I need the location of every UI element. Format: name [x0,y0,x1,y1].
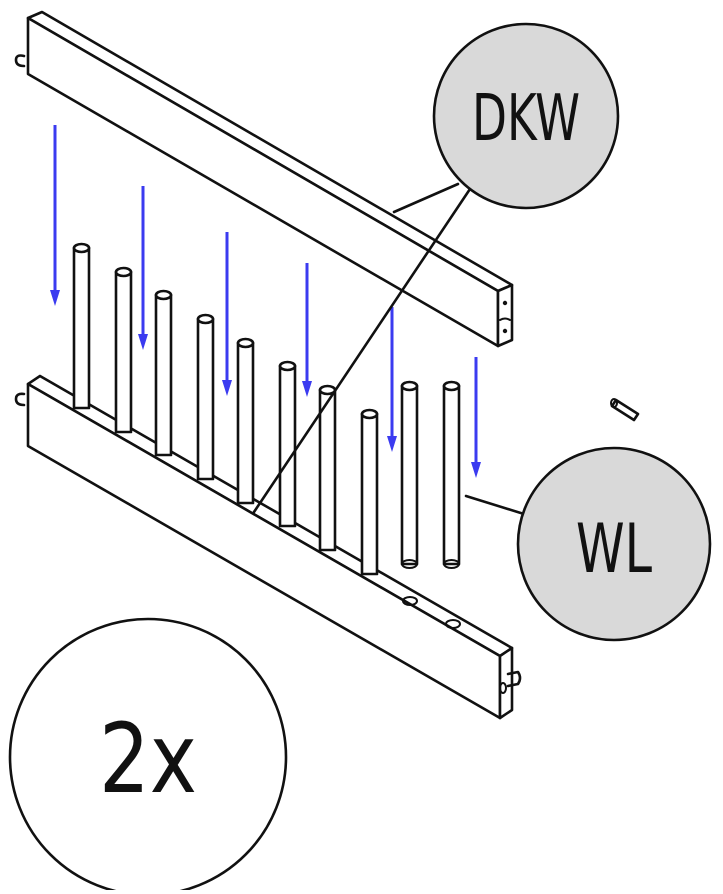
spindle [442,380,461,569]
leader-lines [252,182,526,516]
down-arrow-icon [302,263,312,397]
callout-wl-label: WL [576,510,652,589]
spindle [278,360,297,528]
callout-dkw: DKW [432,22,620,210]
down-arrow-icon [387,307,397,452]
spindle [360,408,379,576]
quantity-label: 2x [99,703,197,815]
spindles [72,242,461,576]
quantity-circle: 2x [8,617,288,894]
loose-dowel [610,398,640,422]
down-arrow-icon [50,125,60,306]
callout-dkw-label: DKW [472,82,580,156]
down-arrow-icon [222,232,232,396]
spindle [236,337,255,505]
bottom-rail [14,374,522,720]
spindle [154,289,173,457]
callout-wl: WL [516,446,712,642]
down-arrow-icon [471,357,481,478]
spindle [400,380,419,569]
spindle [114,266,133,434]
assembly-arrows [50,125,481,478]
spindle [196,313,215,481]
down-arrow-icon [138,186,148,350]
spindle [318,384,337,552]
spindle [72,242,91,410]
top-rail [14,10,514,348]
